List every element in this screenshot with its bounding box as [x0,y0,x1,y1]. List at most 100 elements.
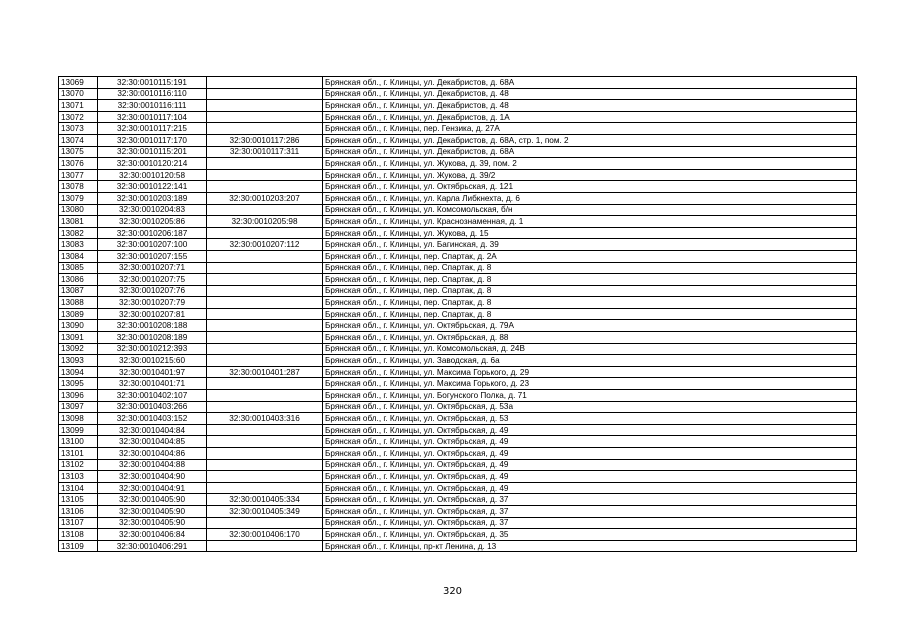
linked-cadastral-number-cell [206,110,323,124]
linked-cadastral-number-cell [206,458,323,472]
linked-cadastral-number-cell: 32:30:0010207:112 [206,238,323,251]
address-cell: Брянская обл., г. Клинцы, ул. Октябрьска… [322,400,857,414]
address-cell: Брянская обл., г. Клинцы, ул. Декабристо… [322,145,857,159]
cadastral-number-cell: 32:30:0010406:84 [97,528,207,541]
cadastral-number-cell: 32:30:0010215:60 [97,354,207,367]
cadastral-number-cell: 32:30:0010122:141 [97,180,207,193]
row-number-cell: 13069 [58,76,98,89]
row-number-cell: 13105 [58,493,98,506]
row-number-cell: 13092 [58,342,98,356]
row-number-cell: 13098 [58,412,98,425]
linked-cadastral-number-cell [206,76,323,89]
row-number-cell: 13097 [58,400,98,414]
address-cell: Брянская обл., г. Клинцы, ул. Комсомольс… [322,203,857,217]
address-cell: Брянская обл., г. Клинцы, ул. Жукова, д.… [322,157,857,170]
row-number-cell: 13071 [58,99,98,112]
address-cell: Брянская обл., г. Клинцы, ул. Октябрьска… [322,458,857,472]
row-number-cell: 13093 [58,354,98,367]
address-cell: Брянская обл., г. Клинцы, ул. Октябрьска… [322,423,857,437]
row-number-cell: 13096 [58,389,98,402]
cadastral-number-cell: 32:30:0010116:111 [97,99,207,112]
address-cell: Брянская обл., г. Клинцы, ул. Заводская,… [322,354,857,367]
row-number-cell: 13088 [58,296,98,309]
linked-cadastral-number-cell [206,377,323,391]
row-number-cell: 13104 [58,481,98,495]
cadastral-number-cell: 32:30:0010203:189 [97,191,207,205]
row-number-cell: 13082 [58,226,98,240]
row-number-cell: 13100 [58,435,98,448]
linked-cadastral-number-cell: 32:30:0010203:207 [206,191,323,205]
row-number-cell: 13090 [58,319,98,333]
linked-cadastral-number-cell: 32:30:0010405:349 [206,504,323,518]
linked-cadastral-number-cell [206,168,323,182]
cadastral-number-cell: 32:30:0010204:83 [97,203,207,217]
address-cell: Брянская обл., г. Клинцы, ул. Октябрьска… [322,504,857,518]
address-cell: Брянская обл., г. Клинцы, пер. Гензика, … [322,122,857,135]
row-number-cell: 13099 [58,423,98,437]
address-cell: Брянская обл., г. Клинцы, ул. Октябрьска… [322,447,857,460]
cadastral-number-cell: 32:30:0010401:97 [97,365,207,379]
cadastral-number-cell: 32:30:0010207:76 [97,284,207,298]
address-cell: Брянская обл., г. Клинцы, ул. Октябрьска… [322,528,857,541]
row-number-cell: 13089 [58,307,98,321]
linked-cadastral-number-cell [206,319,323,333]
linked-cadastral-number-cell [206,481,323,495]
address-cell: Брянская обл., г. Клинцы, ул. Октябрьска… [322,481,857,495]
linked-cadastral-number-cell [206,122,323,135]
row-number-cell: 13081 [58,215,98,228]
row-number-cell: 13109 [58,539,98,553]
address-cell: Брянская обл., г. Клинцы, пр-кт Ленина, … [322,539,857,553]
address-cell: Брянская обл., г. Клинцы, ул. Багинская,… [322,238,857,251]
linked-cadastral-number-cell: 32:30:0010405:334 [206,493,323,506]
row-number-cell: 13102 [58,458,98,472]
cadastral-number-cell: 32:30:0010404:91 [97,481,207,495]
linked-cadastral-number-cell: 32:30:0010117:311 [206,145,323,159]
cadastral-number-cell: 32:30:0010404:90 [97,470,207,483]
linked-cadastral-number-cell [206,273,323,286]
address-cell: Брянская обл., г. Клинцы, ул. Декабристо… [322,76,857,89]
address-cell: Брянская обл., г. Клинцы, ул. Декабристо… [322,99,857,112]
cadastral-number-cell: 32:30:0010116:110 [97,87,207,101]
row-number-cell: 13101 [58,447,98,460]
linked-cadastral-number-cell: 32:30:0010406:170 [206,528,323,541]
row-number-cell: 13095 [58,377,98,391]
address-cell: Брянская обл., г. Клинцы, ул. Максима Го… [322,377,857,391]
linked-cadastral-number-cell [206,249,323,263]
linked-cadastral-number-cell [206,516,323,530]
address-cell: Брянская обл., г. Клинцы, ул. Комсомольс… [322,342,857,356]
address-cell: Брянская обл., г. Клинцы, ул. Октябрьска… [322,319,857,333]
address-cell: Брянская обл., г. Клинцы, ул. Жукова, д.… [322,168,857,182]
cadastral-number-cell: 32:30:0010120:58 [97,168,207,182]
row-number-cell: 13103 [58,470,98,483]
row-number-cell: 13072 [58,110,98,124]
linked-cadastral-number-cell [206,296,323,309]
linked-cadastral-number-cell [206,331,323,344]
address-cell: Брянская обл., г. Клинцы, пер. Спартак, … [322,307,857,321]
cadastral-number-cell: 32:30:0010117:170 [97,133,207,147]
row-number-cell: 13074 [58,133,98,147]
cadastral-number-cell: 32:30:0010405:90 [97,493,207,506]
address-cell: Брянская обл., г. Клинцы, пер. Спартак, … [322,249,857,263]
linked-cadastral-number-cell [206,99,323,112]
row-number-cell: 13094 [58,365,98,379]
cadastral-number-cell: 32:30:0010207:81 [97,307,207,321]
cadastral-number-cell: 32:30:0010207:75 [97,273,207,286]
row-number-cell: 13079 [58,191,98,205]
